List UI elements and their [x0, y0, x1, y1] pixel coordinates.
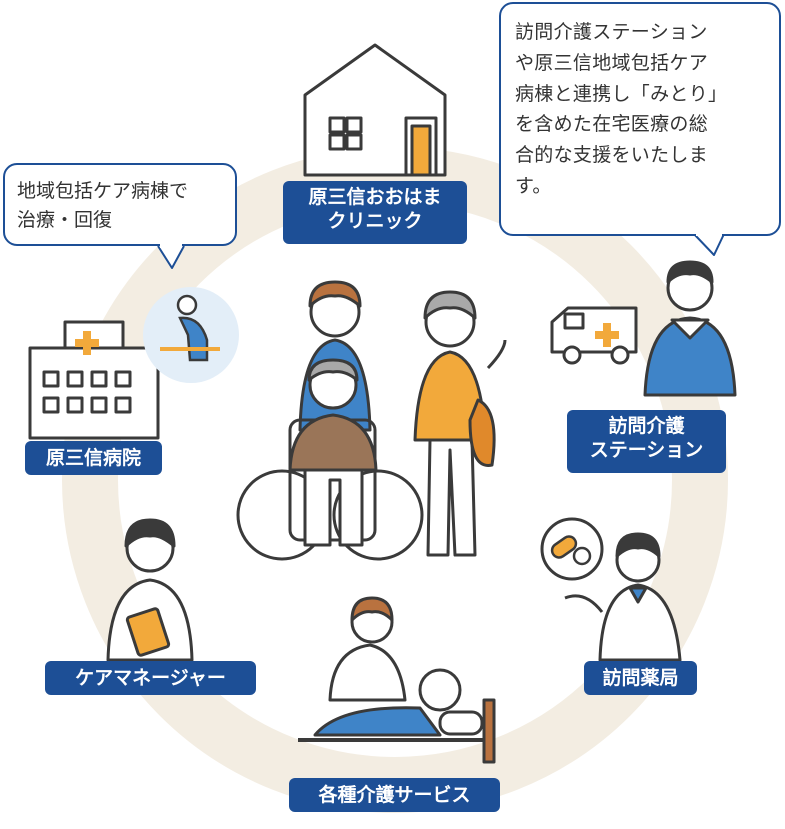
clinic-label-line-1: 原三信おおはま [308, 186, 442, 208]
hospital-note-bubble: 地域包括ケア病棟で 治療・回復 [3, 163, 237, 246]
care-service-bed-icon [298, 596, 496, 764]
hospital-note-line-1: 地域包括ケア病棟で [17, 180, 189, 202]
clinic-label-line-2: クリニック [327, 209, 423, 232]
station-bubble-tail [693, 233, 725, 256]
care-manager-icon [106, 518, 194, 662]
care-services-label: 各種介護サービス [289, 778, 500, 812]
station-note-line-2: や原三信地域包括ケア [515, 51, 709, 74]
station-label-line-1: 訪問介護 [608, 415, 685, 437]
station-label: 訪問介護 ステーション [567, 410, 726, 473]
station-label-line-2: ステーション [589, 438, 704, 461]
rehab-patient-icon [143, 287, 239, 383]
hospital-bubble-tail [157, 245, 185, 269]
clinic-house-icon [303, 43, 447, 177]
pharmacist-icon [564, 532, 682, 662]
central-care-group-icon [236, 280, 507, 561]
station-note-line-1: 訪問介護ステーション [515, 21, 708, 43]
station-note-line-6: す。 [515, 174, 552, 197]
station-note-bubble: 訪問介護ステーション や原三信地域包括ケア 病棟と連携し「みとり」 を含めた在宅… [499, 2, 781, 236]
care-manager-label: ケアマネージャー [45, 661, 256, 695]
hospital-label: 原三信病院 [25, 441, 162, 475]
ambulance-icon [550, 306, 638, 365]
station-note-line-4: を含めた在宅医療の総 [515, 113, 709, 136]
station-note-line-3: 病棟と連携し「みとり」 [515, 82, 728, 105]
hospital-bubble-tail-cover [160, 243, 182, 248]
station-staff-icon [643, 260, 737, 397]
hospital-building-icon [28, 320, 160, 440]
pharmacy-label: 訪問薬局 [584, 661, 697, 695]
medicine-bubble-icon [540, 517, 604, 581]
station-note-line-5: 合的な支援をいたしま [515, 144, 709, 167]
hospital-note-line-2: 治療・回復 [17, 209, 113, 232]
station-bubble-tail-cover [696, 231, 722, 236]
clinic-label: 原三信おおはま クリニック [283, 181, 467, 244]
